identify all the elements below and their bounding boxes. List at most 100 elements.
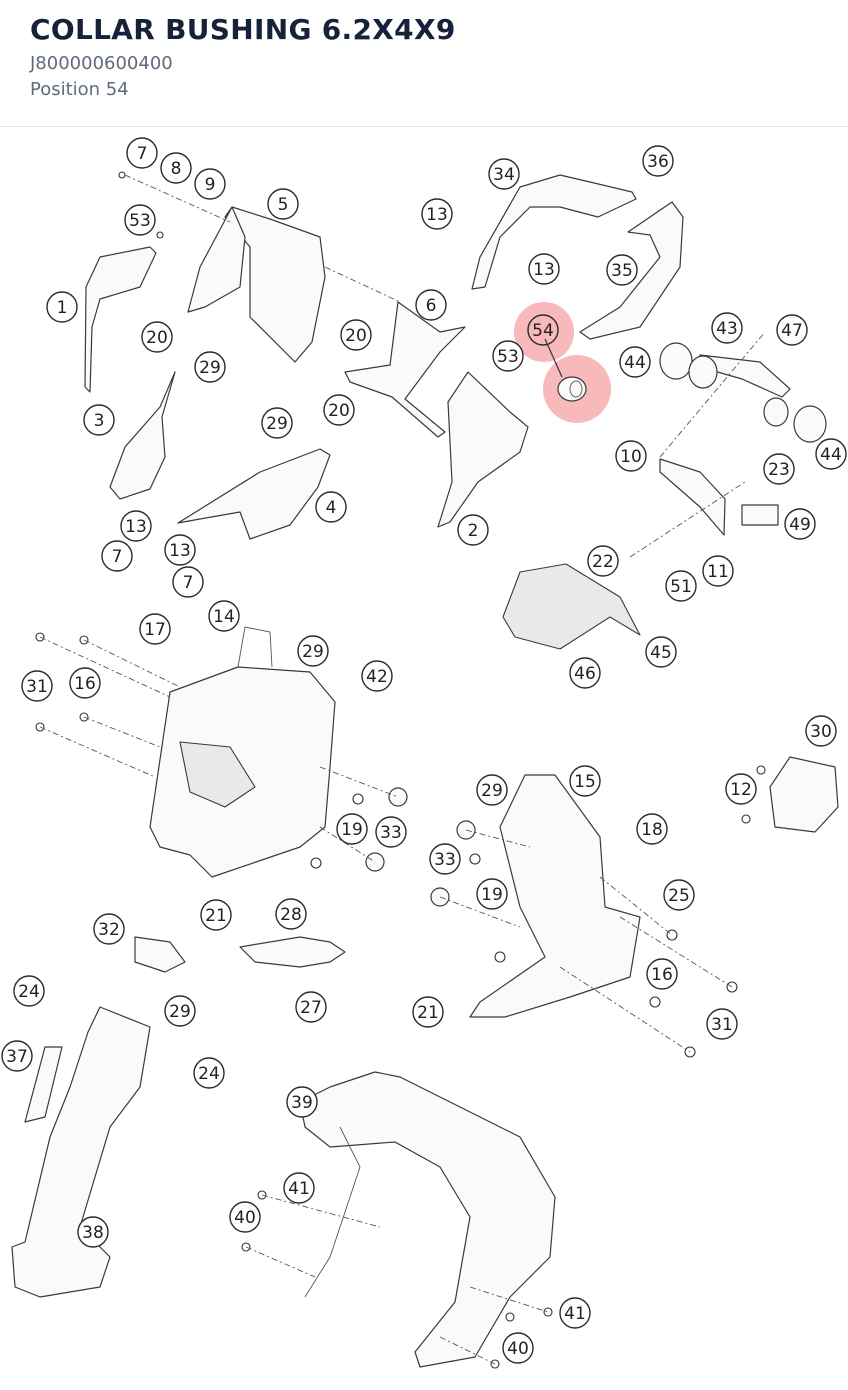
- callout-36[interactable]: 36: [642, 145, 674, 177]
- callout-circle: [286, 1086, 318, 1118]
- callout-47[interactable]: 47: [776, 314, 808, 346]
- callout-label: 36: [647, 152, 669, 172]
- callout-41[interactable]: 41: [559, 1297, 591, 1329]
- callout-label: 21: [205, 906, 227, 926]
- callout-13[interactable]: 13: [164, 534, 196, 566]
- callout-39[interactable]: 39: [286, 1086, 318, 1118]
- callout-44[interactable]: 44: [815, 438, 847, 470]
- callout-label: 13: [169, 541, 191, 561]
- callout-label: 7: [137, 144, 148, 164]
- callout-circle: [421, 198, 453, 230]
- callout-7[interactable]: 7: [172, 566, 204, 598]
- callout-14[interactable]: 14: [208, 600, 240, 632]
- callout-21[interactable]: 21: [200, 899, 232, 931]
- callout-53[interactable]: 53: [124, 204, 156, 236]
- callout-circle: [21, 670, 53, 702]
- callout-40[interactable]: 40: [229, 1201, 261, 1233]
- callout-25[interactable]: 25: [663, 879, 695, 911]
- callout-circle: [619, 346, 651, 378]
- callout-29[interactable]: 29: [261, 407, 293, 439]
- callout-28[interactable]: 28: [275, 898, 307, 930]
- callout-10[interactable]: 10: [615, 440, 647, 472]
- callout-32[interactable]: 32: [93, 913, 125, 945]
- callout-6[interactable]: 6: [415, 289, 447, 321]
- callout-label: 18: [641, 820, 663, 840]
- callout-circle: [488, 158, 520, 190]
- callout-7[interactable]: 7: [101, 540, 133, 572]
- callout-20[interactable]: 20: [340, 319, 372, 351]
- callout-16[interactable]: 16: [646, 958, 678, 990]
- callout-1[interactable]: 1: [46, 291, 78, 323]
- callout-29[interactable]: 29: [164, 995, 196, 1027]
- callout-16[interactable]: 16: [69, 667, 101, 699]
- callout-circle: [502, 1332, 534, 1364]
- callout-circle: [412, 996, 444, 1028]
- callout-35[interactable]: 35: [606, 254, 638, 286]
- callout-circle: [415, 289, 447, 321]
- callout-3[interactable]: 3: [83, 404, 115, 436]
- callout-53[interactable]: 53: [492, 340, 524, 372]
- callout-label: 4: [326, 498, 337, 518]
- callout-11[interactable]: 11: [702, 555, 734, 587]
- callout-31[interactable]: 31: [706, 1008, 738, 1040]
- callout-13[interactable]: 13: [528, 253, 560, 285]
- callout-15[interactable]: 15: [569, 765, 601, 797]
- callout-24[interactable]: 24: [13, 975, 45, 1007]
- callout-label: 38: [82, 1223, 104, 1243]
- callout-41[interactable]: 41: [283, 1172, 315, 1204]
- callout-circle: [476, 774, 508, 806]
- callout-20[interactable]: 20: [323, 394, 355, 426]
- callout-38[interactable]: 38: [77, 1216, 109, 1248]
- callout-label: 16: [74, 674, 96, 694]
- callout-54-highlighted[interactable]: 54: [527, 314, 559, 346]
- callout-34[interactable]: 34: [488, 158, 520, 190]
- callout-label: 46: [574, 664, 596, 684]
- callout-8[interactable]: 8: [160, 152, 192, 184]
- callout-label: 40: [234, 1208, 256, 1228]
- callout-circle: [642, 145, 674, 177]
- callout-29[interactable]: 29: [297, 635, 329, 667]
- callout-label: 2: [468, 521, 479, 541]
- callout-21[interactable]: 21: [412, 996, 444, 1028]
- callout-33[interactable]: 33: [375, 816, 407, 848]
- callout-31[interactable]: 31: [21, 670, 53, 702]
- callout-19[interactable]: 19: [336, 813, 368, 845]
- callout-51[interactable]: 51: [665, 570, 697, 602]
- callout-13[interactable]: 13: [421, 198, 453, 230]
- callout-12[interactable]: 12: [725, 773, 757, 805]
- callout-circle: [141, 321, 173, 353]
- callout-49[interactable]: 49: [784, 508, 816, 540]
- callout-label: 14: [213, 607, 235, 627]
- callout-22[interactable]: 22: [587, 545, 619, 577]
- callout-13[interactable]: 13: [120, 510, 152, 542]
- callout-45[interactable]: 45: [645, 636, 677, 668]
- callout-5[interactable]: 5: [267, 188, 299, 220]
- callout-44[interactable]: 44: [619, 346, 651, 378]
- callout-20[interactable]: 20: [141, 321, 173, 353]
- callout-2[interactable]: 2: [457, 514, 489, 546]
- callout-label: 49: [789, 515, 811, 535]
- callout-circle: [725, 773, 757, 805]
- callout-17[interactable]: 17: [139, 613, 171, 645]
- callout-29[interactable]: 29: [194, 351, 226, 383]
- callout-7[interactable]: 7: [126, 137, 158, 169]
- callout-33[interactable]: 33: [429, 843, 461, 875]
- callout-circle: [208, 600, 240, 632]
- callout-43[interactable]: 43: [711, 312, 743, 344]
- callout-29[interactable]: 29: [476, 774, 508, 806]
- callout-27[interactable]: 27: [295, 991, 327, 1023]
- callout-18[interactable]: 18: [636, 813, 668, 845]
- callout-40[interactable]: 40: [502, 1332, 534, 1364]
- callout-9[interactable]: 9: [194, 168, 226, 200]
- callout-37[interactable]: 37: [1, 1040, 33, 1072]
- callout-30[interactable]: 30: [805, 715, 837, 747]
- callout-23[interactable]: 23: [763, 453, 795, 485]
- callout-label: 30: [810, 722, 832, 742]
- callout-42[interactable]: 42: [361, 660, 393, 692]
- callout-4[interactable]: 4: [315, 491, 347, 523]
- callout-label: 51: [670, 577, 692, 597]
- callout-46[interactable]: 46: [569, 657, 601, 689]
- callout-24[interactable]: 24: [193, 1057, 225, 1089]
- callout-19[interactable]: 19: [476, 878, 508, 910]
